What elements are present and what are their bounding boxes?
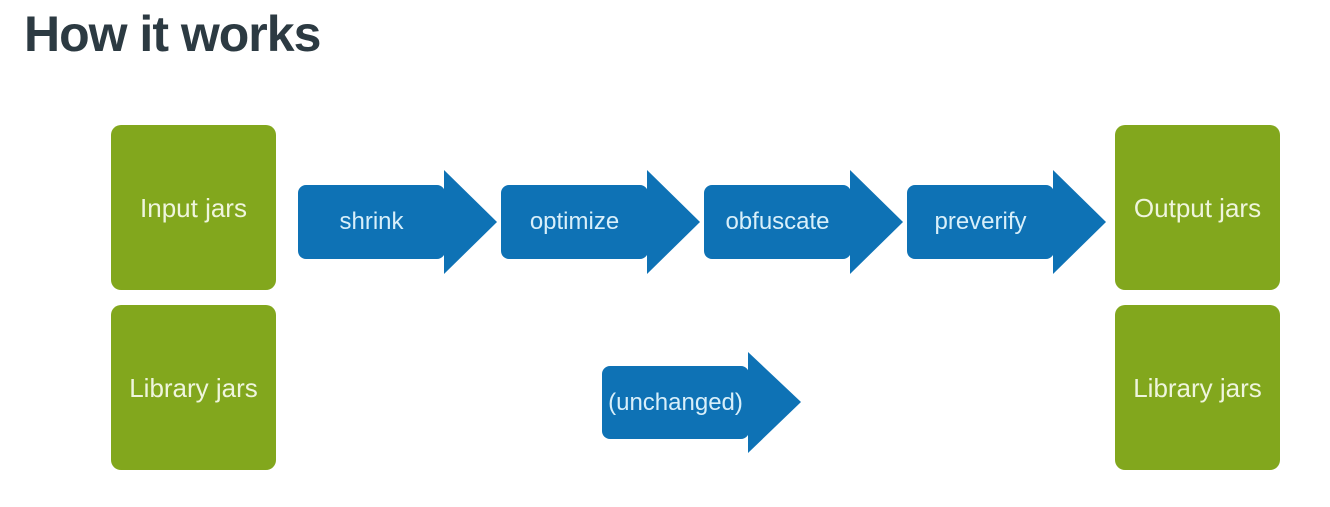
step-arrow-preverify-body: preverify xyxy=(907,185,1054,259)
unchanged-arrow-body: (unchanged) xyxy=(602,366,749,439)
step-arrow-optimize-body: optimize xyxy=(501,185,648,259)
input-jars-box: Input jars xyxy=(111,125,276,290)
page-title: How it works xyxy=(24,6,321,62)
right-arrow-head-icon xyxy=(1053,170,1106,274)
unchanged-arrow-label: (unchanged) xyxy=(608,388,743,416)
right-arrow-head-icon xyxy=(850,170,903,274)
step-arrow-obfuscate: obfuscate xyxy=(704,170,903,274)
step-arrow-preverify: preverify xyxy=(907,170,1106,274)
library-jars-right-label: Library jars xyxy=(1133,372,1262,403)
step-arrow-preverify-label: preverify xyxy=(934,208,1027,235)
right-arrow-head-icon xyxy=(444,170,497,274)
input-jars-label: Input jars xyxy=(140,192,247,223)
library-jars-right-box: Library jars xyxy=(1115,305,1280,470)
step-arrow-shrink-body: shrink xyxy=(298,185,445,259)
output-jars-box: Output jars xyxy=(1115,125,1280,290)
output-jars-label: Output jars xyxy=(1133,192,1262,223)
right-arrow-head-icon xyxy=(647,170,700,274)
unchanged-arrow: (unchanged) xyxy=(602,352,801,453)
library-jars-left-label: Library jars xyxy=(129,372,258,403)
library-jars-left-box: Library jars xyxy=(111,305,276,470)
step-arrow-optimize-label: optimize xyxy=(529,208,620,235)
step-arrow-obfuscate-body: obfuscate xyxy=(704,185,851,259)
right-arrow-head-icon xyxy=(748,352,801,453)
step-arrow-shrink-label: shrink xyxy=(339,208,404,235)
step-arrow-obfuscate-label: obfuscate xyxy=(725,208,830,235)
step-arrow-shrink: shrink xyxy=(298,170,497,274)
step-arrow-optimize: optimize xyxy=(501,170,700,274)
